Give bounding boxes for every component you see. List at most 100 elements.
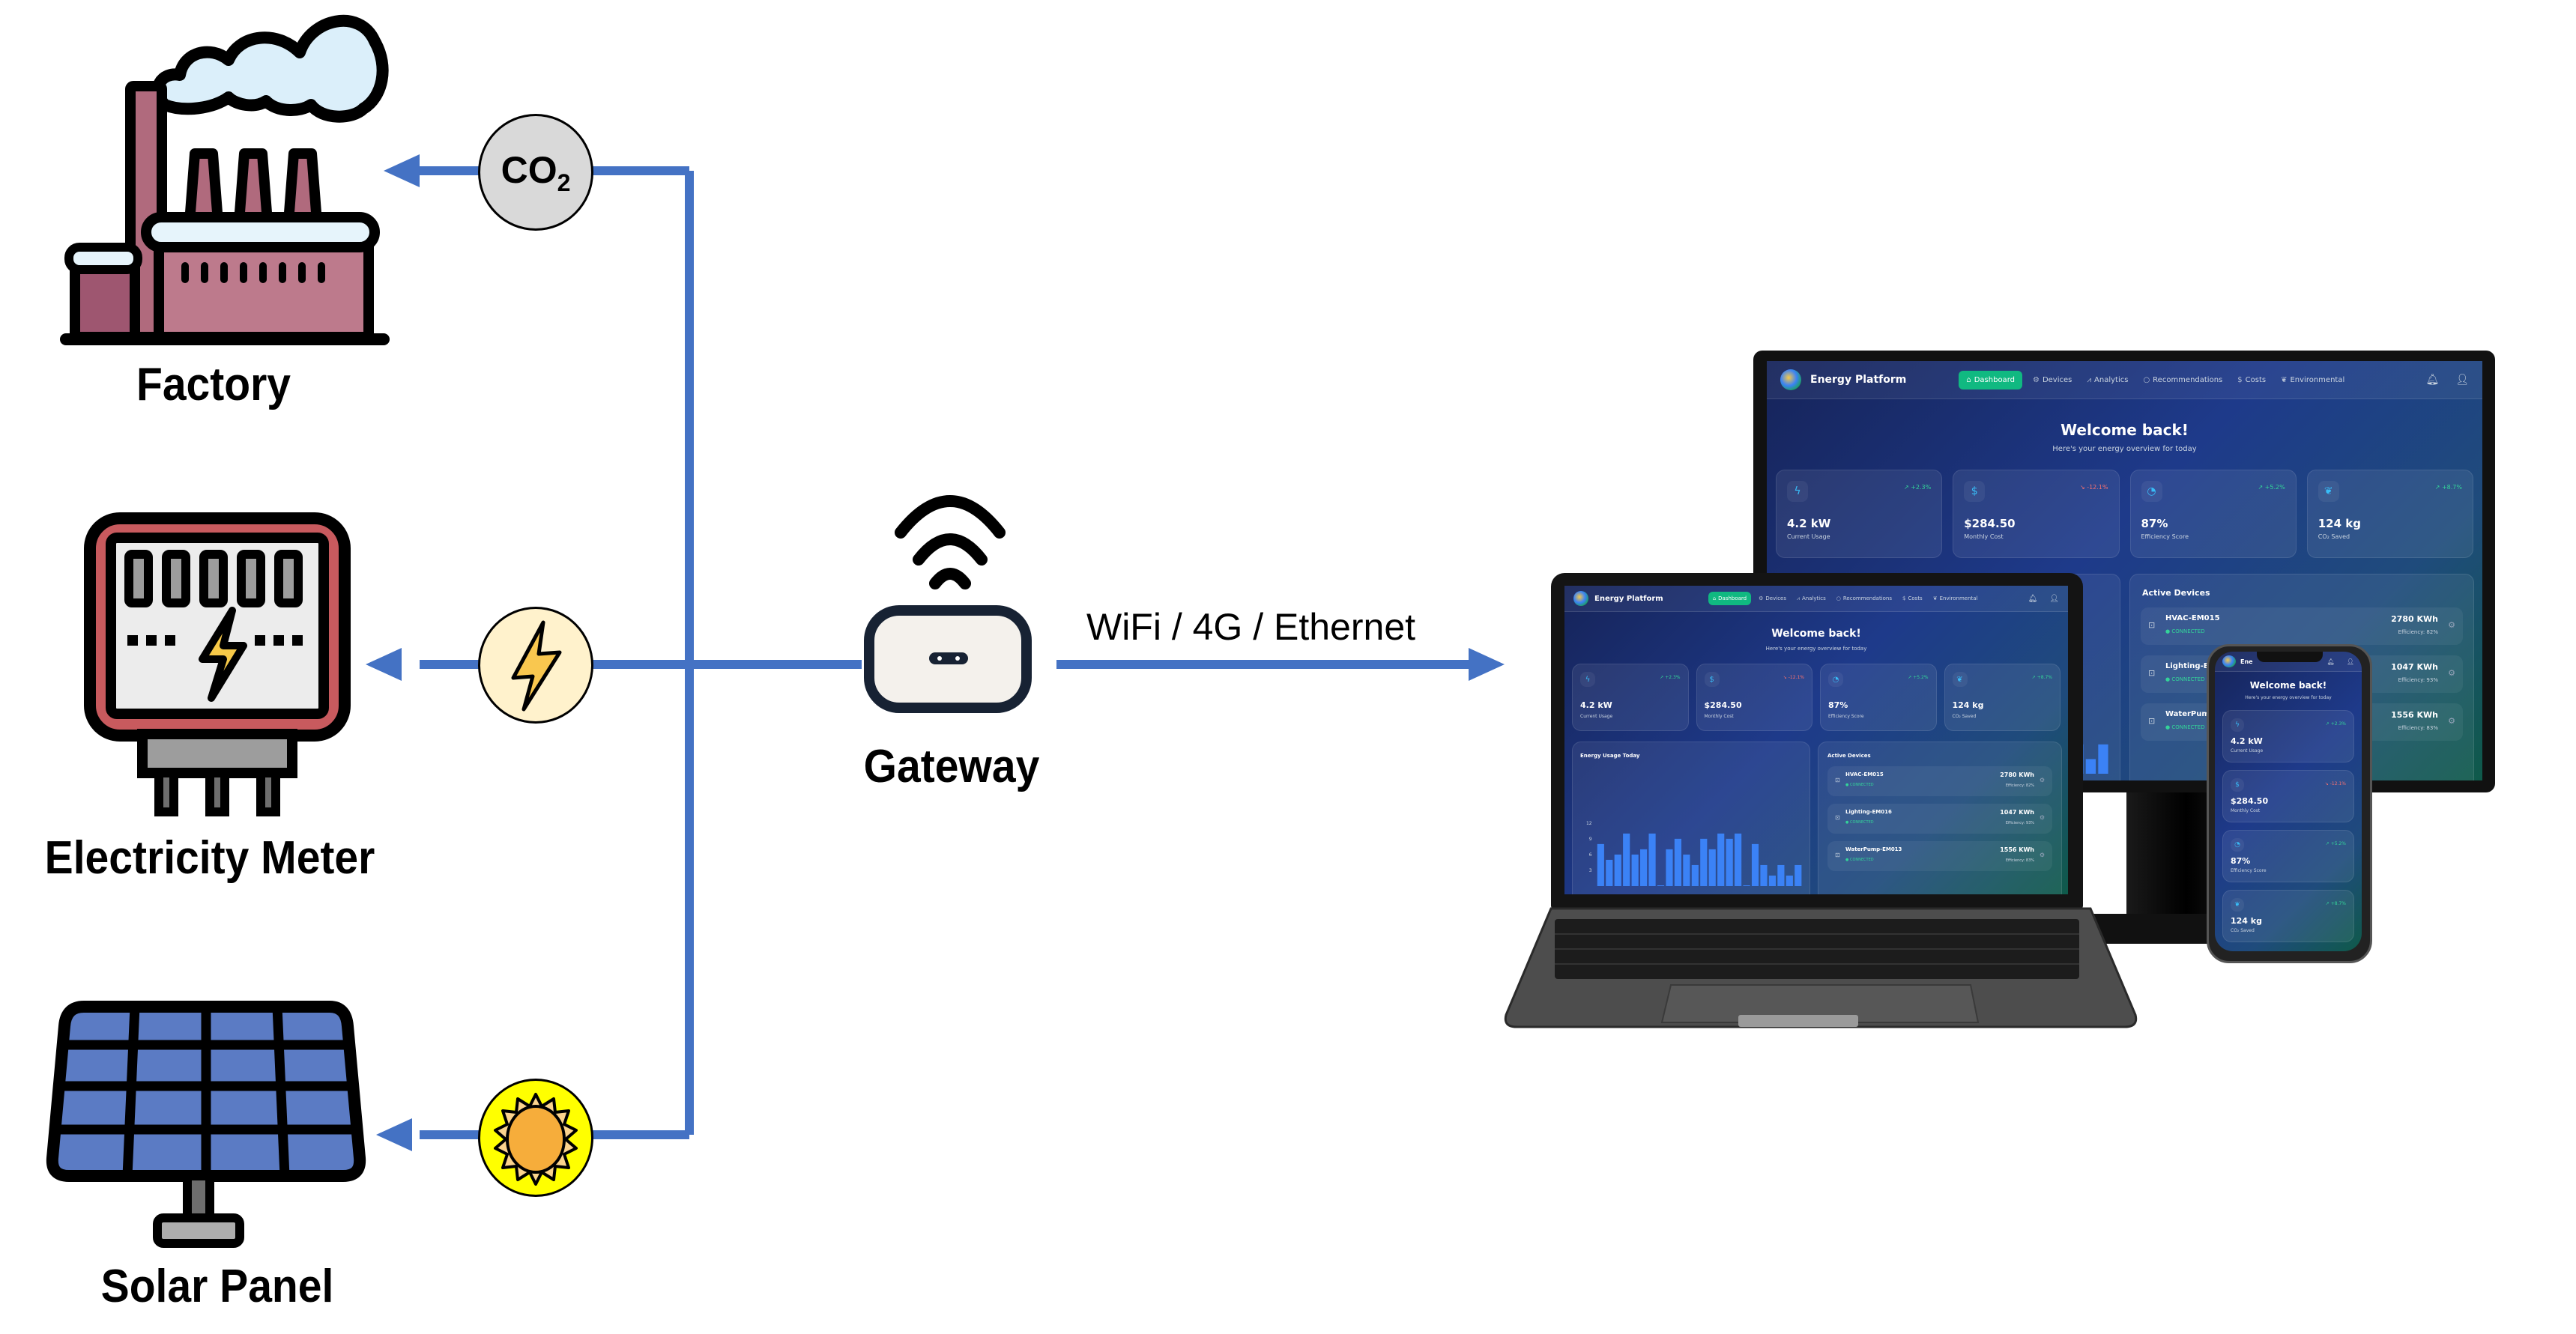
nav-dashboard[interactable]: ⌂Dashboard bbox=[1959, 370, 2022, 389]
welcome-heading: Welcome back! bbox=[2061, 421, 2189, 439]
device-row[interactable]: ⊡ WaterPump-EM013 ● CONNECTED 1556 KWh E… bbox=[1827, 841, 2052, 871]
bar bbox=[1614, 854, 1621, 886]
device-row[interactable]: ⊡ Lighting-EM016 ● CONNECTED 1047 KWh Ef… bbox=[1827, 804, 2052, 834]
bar bbox=[1786, 875, 1793, 886]
stat-card: ϟ ↗ +2.3% 4.2 kW Current Usage bbox=[1776, 470, 1943, 558]
device-energy: 2780 KWh bbox=[2000, 771, 2034, 779]
nav-devices[interactable]: ⚙Devices bbox=[1759, 595, 1786, 601]
nav-costs[interactable]: $Costs bbox=[1902, 595, 1923, 601]
bar bbox=[1708, 849, 1716, 886]
nav-costs[interactable]: $Costs bbox=[2237, 375, 2267, 384]
brand-name: Energy Platform bbox=[1594, 594, 1663, 603]
bell-icon[interactable]: 🔔︎ bbox=[2425, 374, 2440, 386]
stat-value: 4.2 kW bbox=[1580, 700, 1612, 710]
nav-bar: Energy Platform ⌂Dashboard ⚙Devices ⩘Ana… bbox=[1564, 586, 2068, 612]
brand-name: Energy Platform bbox=[1810, 374, 1907, 386]
nav-analytics[interactable]: ⩘Analytics bbox=[1797, 595, 1826, 602]
device-energy: 1556 KWh bbox=[2391, 710, 2438, 720]
dollar-icon: $ bbox=[1704, 672, 1720, 687]
welcome-heading: Welcome back! bbox=[2249, 680, 2327, 691]
chip-icon: ⊡ bbox=[1835, 814, 1840, 822]
bar bbox=[1700, 838, 1708, 886]
bar bbox=[1691, 864, 1699, 886]
device-status: ● CONNECTED bbox=[1845, 820, 1874, 825]
stat-card: ϟ ↗ +2.3% 4.2 kW Current Usage bbox=[2222, 710, 2354, 762]
device-row[interactable]: ⊡ HVAC-EM015 ● CONNECTED 2780 KWh Effici… bbox=[2141, 607, 2463, 645]
settings-icon[interactable]: ⚙ bbox=[2039, 777, 2045, 784]
bar bbox=[1657, 885, 1665, 886]
device-name: WaterPump-EM013 bbox=[1845, 846, 1902, 853]
user-icon[interactable]: 👤︎ bbox=[2346, 658, 2354, 665]
nav-analytics[interactable]: ⩘Analytics bbox=[2087, 375, 2129, 384]
logo-icon bbox=[2222, 655, 2236, 667]
nav-recommendations[interactable]: ○Recommendations bbox=[2143, 375, 2223, 384]
settings-icon[interactable]: ⚙ bbox=[2039, 852, 2045, 859]
user-icon[interactable]: 👤︎ bbox=[2049, 594, 2059, 603]
device-row[interactable]: ⊡ HVAC-EM015 ● CONNECTED 2780 KWh Effici… bbox=[1827, 766, 2052, 796]
device-name: HVAC-EM015 bbox=[1845, 771, 1884, 778]
bar bbox=[1726, 838, 1733, 886]
nav-environmental[interactable]: ❦Environmental bbox=[2281, 375, 2345, 384]
bell-icon[interactable]: 🔔︎ bbox=[2326, 658, 2335, 665]
trend-badge: ↗ +5.2% bbox=[2258, 484, 2285, 491]
laptop-base bbox=[1504, 907, 2138, 1028]
nav-dashboard[interactable]: ⌂Dashboard bbox=[1708, 592, 1752, 605]
trend-up-icon: ↗ bbox=[2258, 484, 2264, 491]
device-efficiency: Efficiency: 83% bbox=[2005, 858, 2034, 864]
analytics-icon: ⩘ bbox=[2087, 375, 2092, 384]
bar bbox=[1597, 843, 1604, 886]
bar bbox=[1674, 838, 1682, 886]
bar bbox=[1735, 833, 1742, 886]
settings-icon[interactable]: ⚙ bbox=[2448, 668, 2455, 679]
active-devices-panel: Active Devices ⊡ HVAC-EM015 ● CONNECTED … bbox=[1818, 742, 2062, 894]
chip-icon: ⊡ bbox=[1835, 852, 1840, 859]
nav-devices[interactable]: ⚙Devices bbox=[2032, 375, 2072, 384]
bar bbox=[1666, 849, 1673, 886]
dollar-icon: $ bbox=[2237, 375, 2243, 384]
trend-badge: ↗ +8.7% bbox=[2031, 675, 2052, 680]
stat-label: Monthly Cost bbox=[1964, 533, 2004, 540]
y-tick-label: 12 bbox=[1586, 821, 1592, 826]
settings-icon[interactable]: ⚙ bbox=[2448, 620, 2455, 631]
welcome-subtitle: Here's your energy overview for today bbox=[2052, 445, 2197, 453]
stat-label: Efficiency Score bbox=[2231, 868, 2267, 873]
bar bbox=[1768, 875, 1777, 886]
factory-arrowhead bbox=[384, 154, 420, 187]
bar bbox=[2085, 759, 2096, 774]
y-tick-label: 9 bbox=[1589, 837, 1592, 842]
bell-icon[interactable]: 🔔︎ bbox=[2028, 594, 2038, 603]
devices-icon: ⚙ bbox=[1759, 595, 1764, 601]
user-icon[interactable]: 👤︎ bbox=[2455, 374, 2469, 386]
settings-icon[interactable]: ⚙ bbox=[2448, 716, 2455, 727]
stat-label: Efficiency Score bbox=[1828, 714, 1864, 719]
gauge-icon: ◔ bbox=[2231, 838, 2244, 852]
trackpad bbox=[1660, 984, 1980, 1023]
chip-icon: ⊡ bbox=[2148, 668, 2156, 679]
chip-icon: ⊡ bbox=[2148, 716, 2156, 727]
logo-icon bbox=[1780, 369, 1801, 390]
nav-recommendations[interactable]: ○Recommendations bbox=[1836, 595, 1893, 601]
electricity-meter-icon bbox=[84, 512, 351, 816]
device-efficiency: Efficiency: 82% bbox=[2005, 783, 2034, 789]
trend-up-icon: ↗ bbox=[2434, 484, 2440, 491]
device-status: ● CONNECTED bbox=[1845, 783, 1874, 787]
settings-icon[interactable]: ⚙ bbox=[2039, 814, 2045, 822]
stat-card: $ ↘ -12.1% $284.50 Monthly Cost bbox=[1953, 470, 2120, 558]
trend-badge: ↗ +2.3% bbox=[1660, 675, 1681, 680]
stat-value: 87% bbox=[1828, 700, 1848, 710]
stat-label: Current Usage bbox=[1787, 533, 1830, 540]
stat-card: $ ↘ -12.1% $284.50 Monthly Cost bbox=[2222, 770, 2354, 822]
stat-value: $284.50 bbox=[1704, 700, 1742, 710]
co2-icon: CO2 bbox=[501, 148, 571, 196]
bar bbox=[1743, 885, 1750, 886]
leaf-icon: ❦ bbox=[1952, 672, 1968, 687]
bolt-icon: ϟ bbox=[2231, 718, 2244, 732]
connection-label: WiFi / 4G / Ethernet bbox=[1086, 606, 1416, 648]
bar bbox=[1623, 833, 1630, 886]
gauge-icon: ◔ bbox=[1828, 672, 1843, 687]
bar bbox=[1717, 833, 1725, 886]
nav-bar: Energy Platform ⌂Dashboard ⚙Devices ⩘Ana… bbox=[1767, 361, 2482, 399]
nav-environmental[interactable]: ❦Environmental bbox=[1932, 595, 1978, 601]
solar-panel-label: Solar Panel bbox=[100, 1261, 334, 1312]
